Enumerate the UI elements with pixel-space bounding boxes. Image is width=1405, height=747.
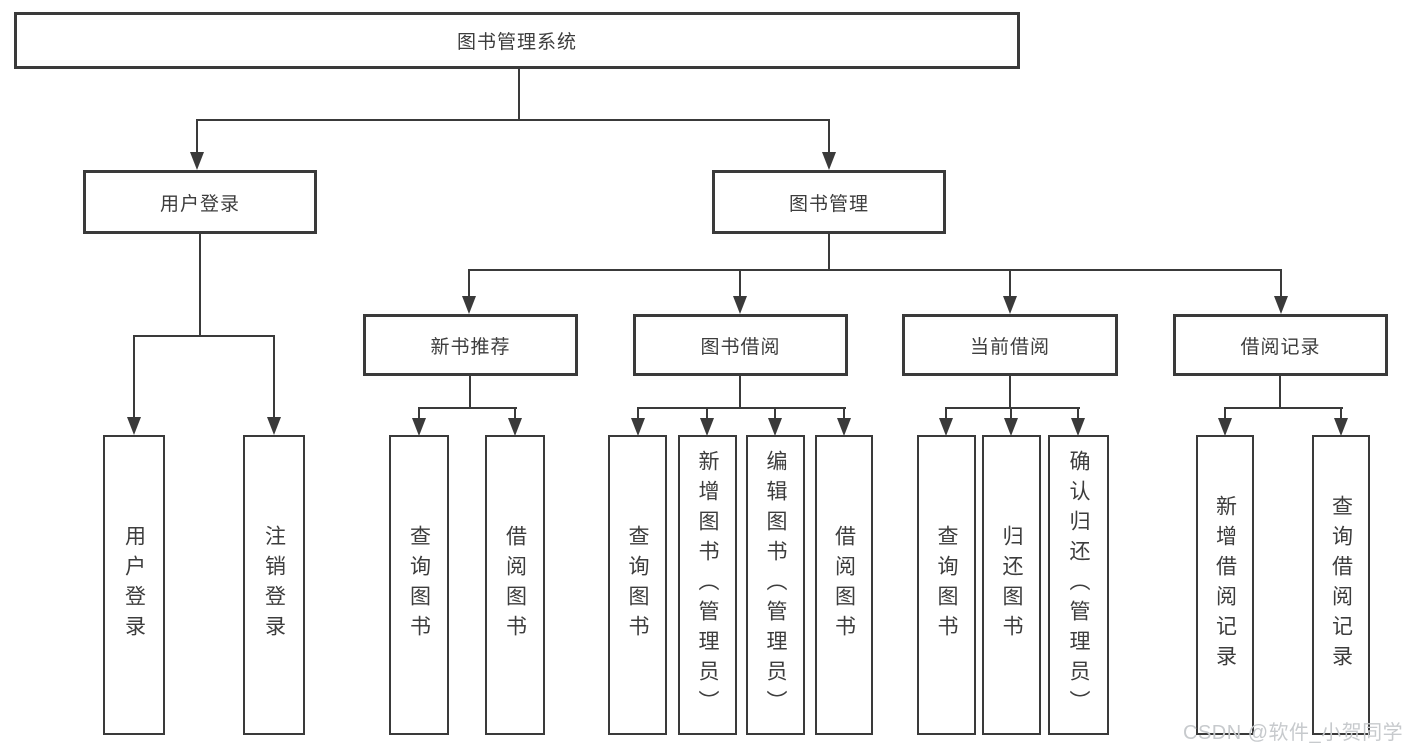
connector-drop — [1224, 407, 1226, 420]
leaf-bb-add-book-label: 新增图书（管理员） — [696, 450, 719, 720]
arrow-down-icon — [1334, 418, 1348, 436]
connector-drop-new-rec — [468, 269, 470, 298]
node-borrow-record: 借阅记录 — [1173, 314, 1388, 376]
connector-record-stem — [1279, 375, 1281, 408]
node-book-mgmt: 图书管理 — [712, 170, 946, 234]
arrow-down-icon — [267, 417, 281, 435]
arrow-down-icon — [1218, 418, 1232, 436]
arrow-down-icon — [1003, 296, 1017, 314]
connector-drop-logout — [273, 335, 275, 419]
node-current-borrow: 当前借阅 — [902, 314, 1118, 376]
arrow-down-icon — [1274, 296, 1288, 314]
leaf-bb-edit-book-label: 编辑图书（管理员） — [764, 450, 787, 720]
connector-drop — [945, 407, 947, 420]
node-user-login-label: 用户登录 — [159, 193, 240, 215]
arrow-down-icon — [733, 296, 747, 314]
arrow-down-icon — [1004, 418, 1018, 436]
connector-user-login-rail — [133, 335, 275, 337]
leaf-cb-return-book-label: 归还图书 — [1000, 525, 1023, 645]
leaf-bb-query-book: 查询图书 — [608, 435, 667, 735]
connector-drop-book-mgmt — [828, 119, 830, 154]
node-current-borrow-label: 当前借阅 — [969, 336, 1050, 358]
csdn-watermark: CSDN @软件_小贺同学 — [1183, 722, 1404, 744]
connector-drop-login — [133, 335, 135, 419]
leaf-logout-label: 注销登录 — [262, 525, 286, 645]
arrow-down-icon — [412, 418, 426, 436]
arrow-down-icon — [939, 418, 953, 436]
connector-drop — [514, 407, 516, 420]
connector-drop-current — [1009, 269, 1011, 298]
connector-drop — [418, 407, 420, 420]
connector-new-rec-rail — [418, 407, 517, 409]
leaf-bb-borrow-book: 借阅图书 — [815, 435, 873, 735]
connector-drop — [843, 407, 845, 420]
arrow-down-icon — [768, 418, 782, 436]
connector-drop-user-login — [196, 119, 198, 154]
node-user-login: 用户登录 — [83, 170, 317, 234]
connector-book-mgmt-stem — [828, 233, 830, 271]
leaf-user-login-label: 用户登录 — [122, 525, 146, 645]
node-book-mgmt-label: 图书管理 — [788, 193, 869, 215]
connector-book-borrow-rail — [637, 407, 846, 409]
connector-drop — [706, 407, 708, 420]
connector-drop-borrow — [739, 269, 741, 298]
leaf-logout: 注销登录 — [243, 435, 305, 735]
connector-drop — [774, 407, 776, 420]
leaf-cb-query-book-label: 查询图书 — [935, 525, 958, 645]
leaf-bb-query-book-label: 查询图书 — [626, 525, 649, 645]
arrow-down-icon — [822, 152, 836, 170]
leaf-br-add-record: 新增借阅记录 — [1196, 435, 1254, 735]
connector-root-rail — [196, 119, 830, 121]
leaf-rec-borrow-book-label: 借阅图书 — [503, 525, 527, 645]
connector-root-stem — [518, 68, 520, 121]
arrow-down-icon — [190, 152, 204, 170]
leaf-br-query-record-label: 查询借阅记录 — [1329, 495, 1353, 675]
leaf-br-add-record-label: 新增借阅记录 — [1213, 495, 1237, 675]
connector-current-stem — [1009, 375, 1011, 408]
arrow-down-icon — [700, 418, 714, 436]
node-new-rec-label: 新书推荐 — [430, 336, 511, 358]
node-book-borrow: 图书借阅 — [633, 314, 848, 376]
arrow-down-icon — [1071, 418, 1085, 436]
connector-drop — [637, 407, 639, 420]
connector-drop-record — [1280, 269, 1282, 298]
leaf-bb-borrow-book-label: 借阅图书 — [832, 525, 856, 645]
leaf-cb-confirm-return: 确认归还（管理员） — [1048, 435, 1109, 735]
arrow-down-icon — [127, 417, 141, 435]
node-root-label: 图书管理系统 — [456, 32, 577, 53]
connector-book-mgmt-rail — [468, 269, 1282, 271]
connector-new-rec-stem — [469, 375, 471, 408]
arrow-down-icon — [837, 418, 851, 436]
leaf-rec-query-book-label: 查询图书 — [407, 525, 431, 645]
leaf-cb-confirm-return-label: 确认归还（管理员） — [1067, 450, 1090, 720]
leaf-cb-query-book: 查询图书 — [917, 435, 976, 735]
node-book-borrow-label: 图书借阅 — [700, 336, 781, 358]
leaf-cb-return-book: 归还图书 — [982, 435, 1041, 735]
leaf-br-query-record: 查询借阅记录 — [1312, 435, 1370, 735]
leaf-bb-edit-book: 编辑图书（管理员） — [746, 435, 805, 735]
arrow-down-icon — [462, 296, 476, 314]
node-borrow-record-label: 借阅记录 — [1240, 336, 1321, 358]
arrow-down-icon — [508, 418, 522, 436]
leaf-rec-query-book: 查询图书 — [389, 435, 449, 735]
node-root: 图书管理系统 — [14, 12, 1020, 69]
connector-user-login-stem — [199, 233, 201, 337]
connector-current-rail — [945, 407, 1080, 409]
leaf-rec-borrow-book: 借阅图书 — [485, 435, 545, 735]
leaf-user-login: 用户登录 — [103, 435, 165, 735]
connector-record-rail — [1224, 407, 1343, 409]
connector-drop — [1077, 407, 1079, 420]
connector-book-borrow-stem — [739, 375, 741, 408]
leaf-bb-add-book: 新增图书（管理员） — [678, 435, 737, 735]
connector-drop — [1010, 407, 1012, 420]
connector-drop — [1340, 407, 1342, 420]
arrow-down-icon — [631, 418, 645, 436]
node-new-rec: 新书推荐 — [363, 314, 578, 376]
